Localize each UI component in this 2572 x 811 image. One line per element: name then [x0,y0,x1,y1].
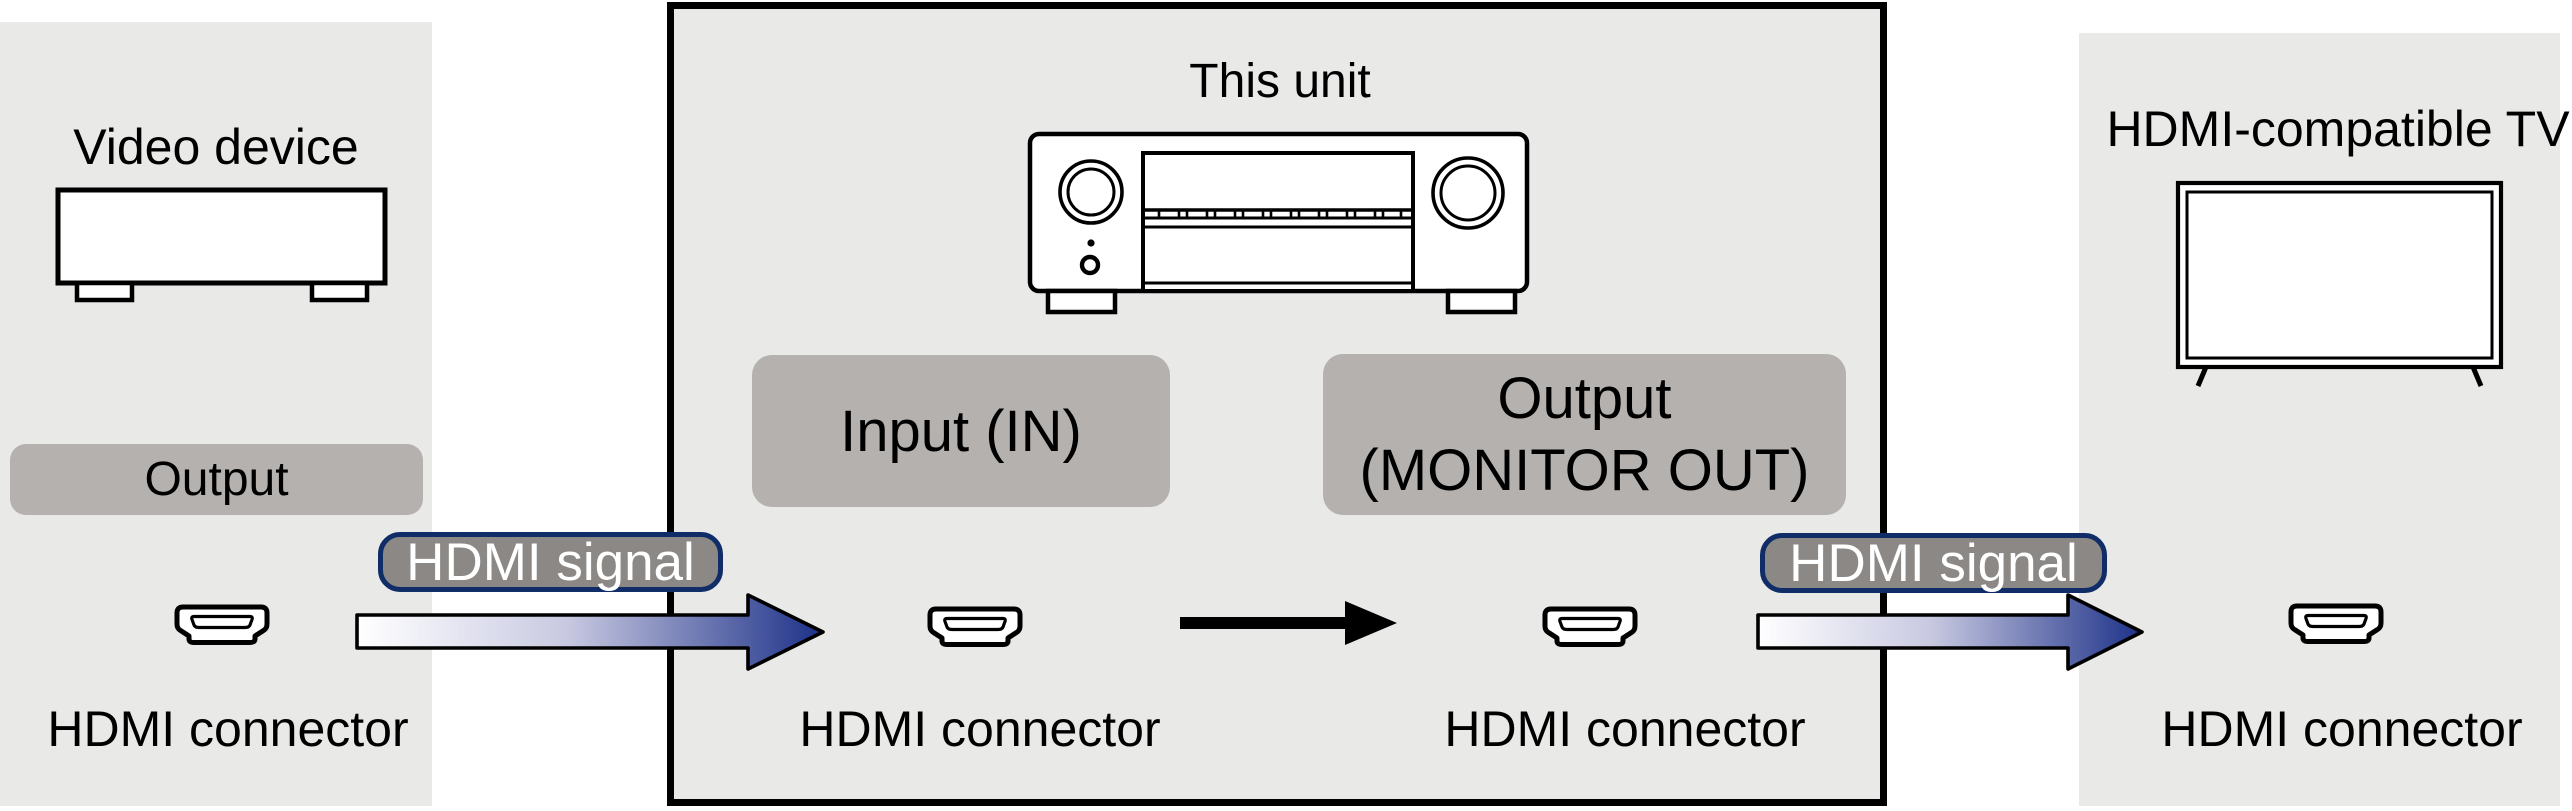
hdmi-signal-badge-right-label: HDMI signal [1789,533,2078,593]
connector-label-unit-out: HDMI connector [1444,701,1806,757]
hdmi-signal-badge-right: HDMI signal [1760,533,2107,593]
hdmi-port-icon [2288,603,2384,644]
av-receiver-icon [1027,131,1530,315]
output-port-badge-label: Output [144,453,289,506]
connector-label-video-device: HDMI connector [47,701,409,757]
hdmi-port-icon [1542,606,1638,647]
connector-label-unit-in: HDMI connector [799,701,1161,757]
signal-arrow-icon [355,593,825,671]
input-badge: Input (IN) [752,355,1170,507]
connector-label-tv: HDMI connector [2161,701,2523,757]
video-device-panel [0,22,432,806]
monitor-out-badge-line2: (MONITOR OUT) [1359,437,1810,503]
hdmi-port-icon [174,604,270,645]
hdmi-port-icon [927,606,1023,647]
video-device-icon [55,187,388,303]
this-unit-title: This unit [1189,55,1371,108]
flow-arrow-icon [1180,601,1397,645]
signal-arrow-icon [1756,593,2144,671]
tv-title: HDMI-compatible TV [2106,101,2570,157]
output-port-badge: Output [10,444,423,515]
video-device-title: Video device [73,119,359,175]
tv-icon [2175,180,2504,387]
input-badge-label: Input (IN) [840,398,1082,464]
hdmi-signal-badge-left: HDMI signal [378,532,723,592]
hdmi-signal-badge-left-label: HDMI signal [406,532,695,592]
tv-panel [2079,33,2560,806]
monitor-out-badge-line1: Output [1497,365,1672,431]
monitor-out-badge: Output (MONITOR OUT) [1323,354,1846,515]
